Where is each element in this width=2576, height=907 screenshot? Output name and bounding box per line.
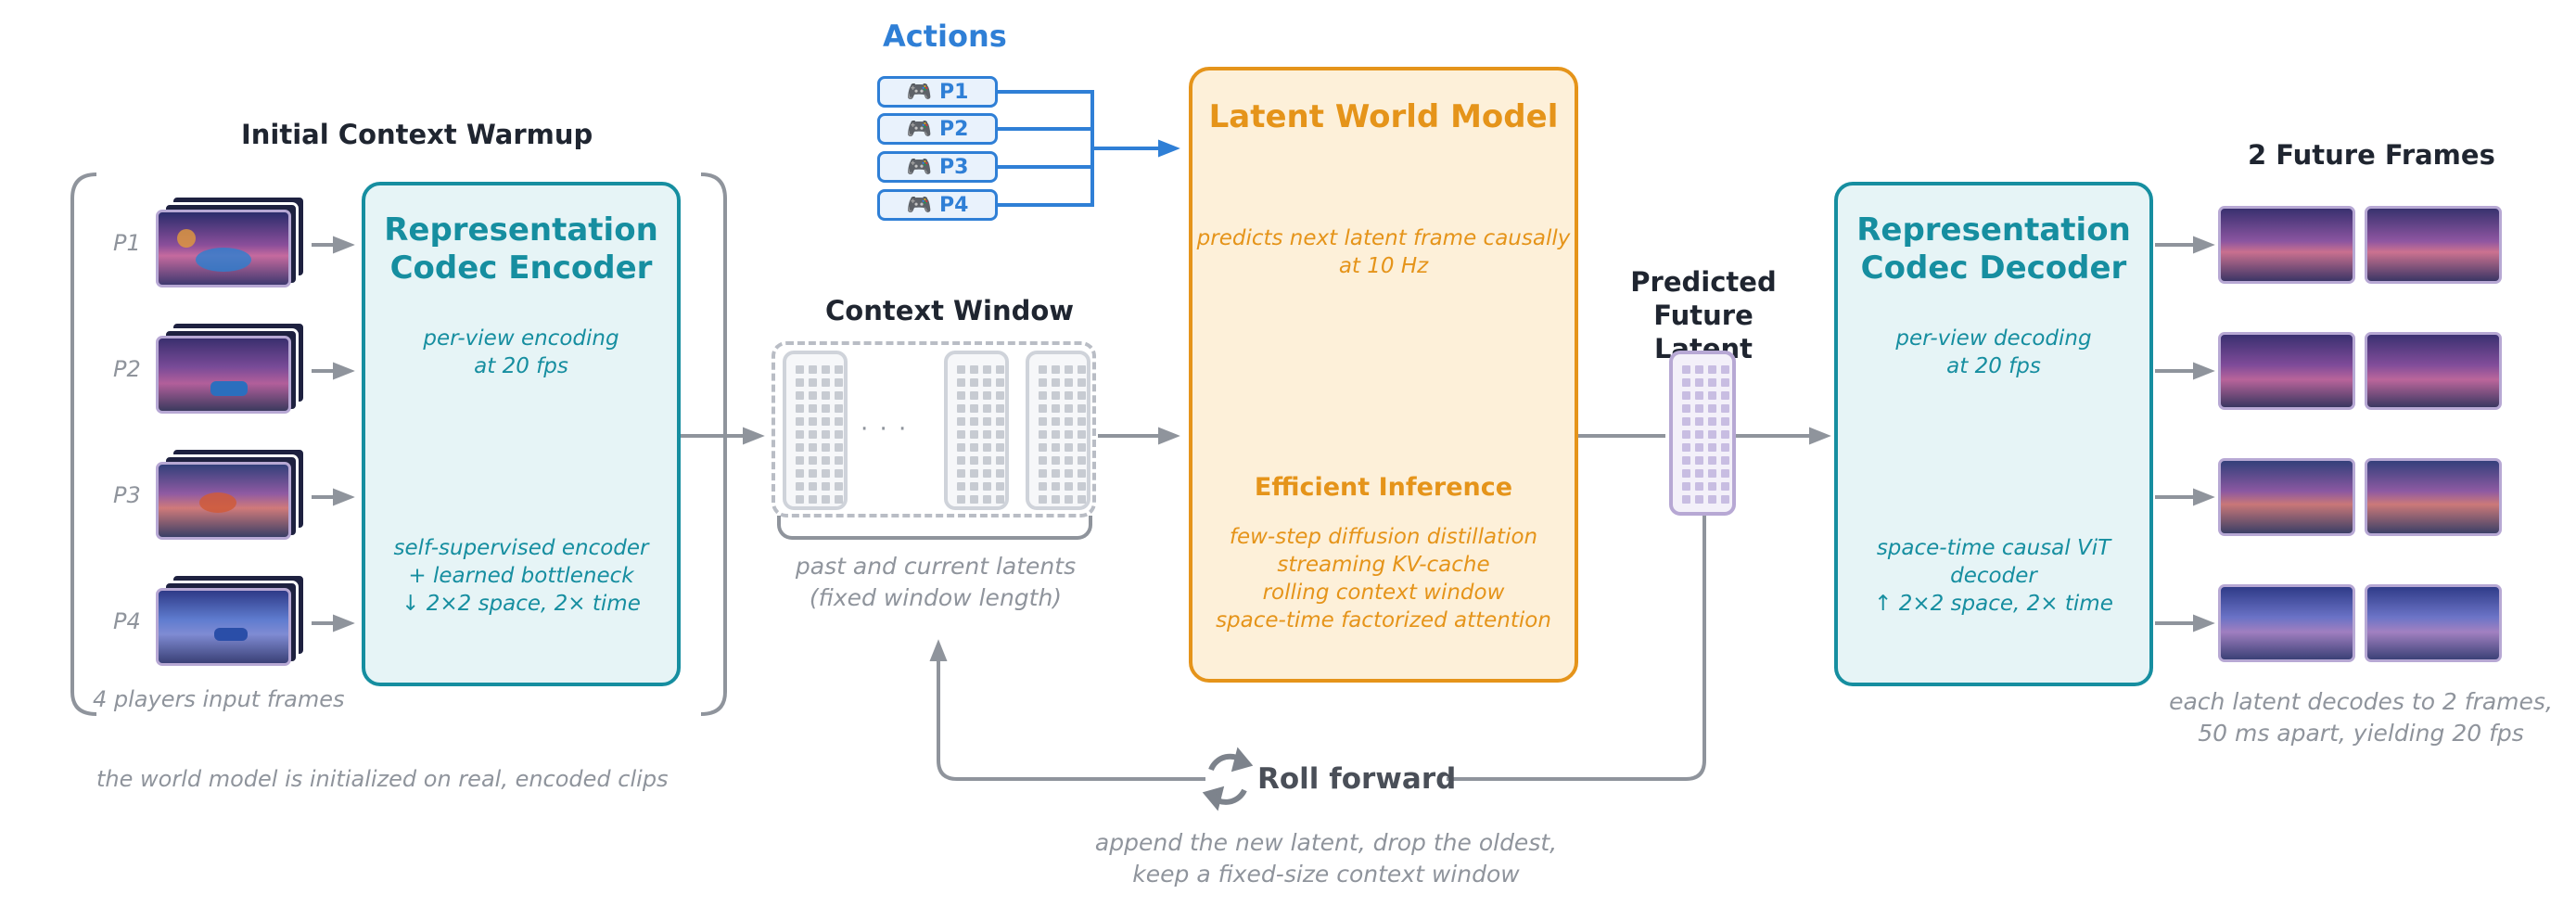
action-pill-p1: 🎮P1	[877, 76, 998, 108]
inference-item: streaming KV-cache	[1277, 553, 1490, 577]
player-label-p3: P3	[113, 482, 141, 508]
future-title: 2 Future Frames	[2248, 139, 2495, 171]
player-label-p1: P1	[113, 230, 141, 256]
context-title: Context Window	[825, 295, 1075, 326]
future-frame	[2365, 206, 2502, 284]
action-pill-p2: 🎮P2	[877, 113, 998, 145]
inference-item: rolling context window	[1262, 581, 1505, 605]
gamepad-icon: 🎮	[906, 193, 932, 217]
roll-caption: append the new latent, drop the oldest, …	[1094, 829, 1558, 888]
encoder-detail: self-supervised encoder + learned bottle…	[393, 536, 649, 616]
latent-cell-grid	[1682, 365, 1729, 504]
future-caption: each latent decodes to 2 frames, 50 ms a…	[2169, 688, 2553, 747]
world-model-title: Latent World Model	[1208, 98, 1559, 135]
context-window-frame	[772, 341, 1096, 517]
latent-block	[944, 351, 1009, 510]
future-frame	[2218, 584, 2355, 662]
predicted-latent-block	[1669, 351, 1736, 516]
encoder-title: Representation Codec Encoder	[384, 211, 658, 287]
future-frame	[2365, 584, 2502, 662]
warmup-bracket-right	[700, 172, 727, 716]
decoder-desc: per-view decoding at 20 fps	[1895, 326, 2092, 378]
context-ellipsis: · · ·	[861, 415, 909, 443]
future-frame	[2365, 332, 2502, 410]
gamepad-icon: 🎮	[906, 80, 932, 104]
action-pill-p4: 🎮P4	[877, 189, 998, 221]
context-brace	[777, 516, 1092, 540]
gamepad-icon: 🎮	[906, 155, 932, 179]
predicted-title: Predicted Future Latent	[1630, 266, 1777, 364]
warmup-footer: the world model is initialized on real, …	[96, 766, 669, 792]
warmup-caption: 4 players input frames	[93, 686, 345, 712]
roll-forward-label: Roll forward	[1257, 762, 1457, 796]
input-frame	[156, 588, 291, 666]
inference-item: space-time factorized attention	[1216, 608, 1551, 632]
latent-cell-grid	[957, 365, 1004, 504]
decoder-detail: space-time causal ViT decoder ↑ 2×2 spac…	[1874, 536, 2113, 616]
inference-title: Efficient Inference	[1254, 473, 1513, 502]
world-model-desc: predicts next latent frame causally at 1…	[1196, 226, 1571, 278]
warmup-title: Initial Context Warmup	[241, 119, 593, 150]
action-pill-p3: 🎮P3	[877, 151, 998, 183]
actions-title: Actions	[883, 19, 1007, 54]
player-label-p4: P4	[113, 608, 141, 634]
decoder-box: Representation Codec Decoder per-view de…	[1834, 182, 2153, 686]
inference-list: few-step diffusion distillation streamin…	[1192, 523, 1575, 634]
future-frame	[2365, 458, 2502, 536]
gamepad-icon: 🎮	[906, 117, 932, 141]
context-caption: past and current latents (fixed window l…	[795, 553, 1077, 611]
input-frame	[156, 210, 291, 287]
decoder-title: Representation Codec Decoder	[1856, 211, 2131, 287]
future-frame	[2218, 458, 2355, 536]
input-frame	[156, 462, 291, 540]
latent-cell-grid	[1039, 365, 1086, 504]
encoder-box: Representation Codec Encoder per-view en…	[362, 182, 681, 686]
inference-item: few-step diffusion distillation	[1229, 525, 1538, 549]
latent-block	[1026, 351, 1090, 510]
warmup-bracket-left	[70, 172, 97, 716]
world-model-box: Latent World Model predicts next latent …	[1189, 67, 1578, 683]
future-frame	[2218, 332, 2355, 410]
refresh-icon	[1202, 747, 1254, 811]
player-label-p2: P2	[113, 356, 141, 382]
input-frame	[156, 336, 291, 414]
latent-block	[783, 351, 848, 510]
future-frame	[2218, 206, 2355, 284]
encoder-desc: per-view encoding at 20 fps	[423, 326, 619, 378]
latent-cell-grid	[796, 365, 843, 504]
